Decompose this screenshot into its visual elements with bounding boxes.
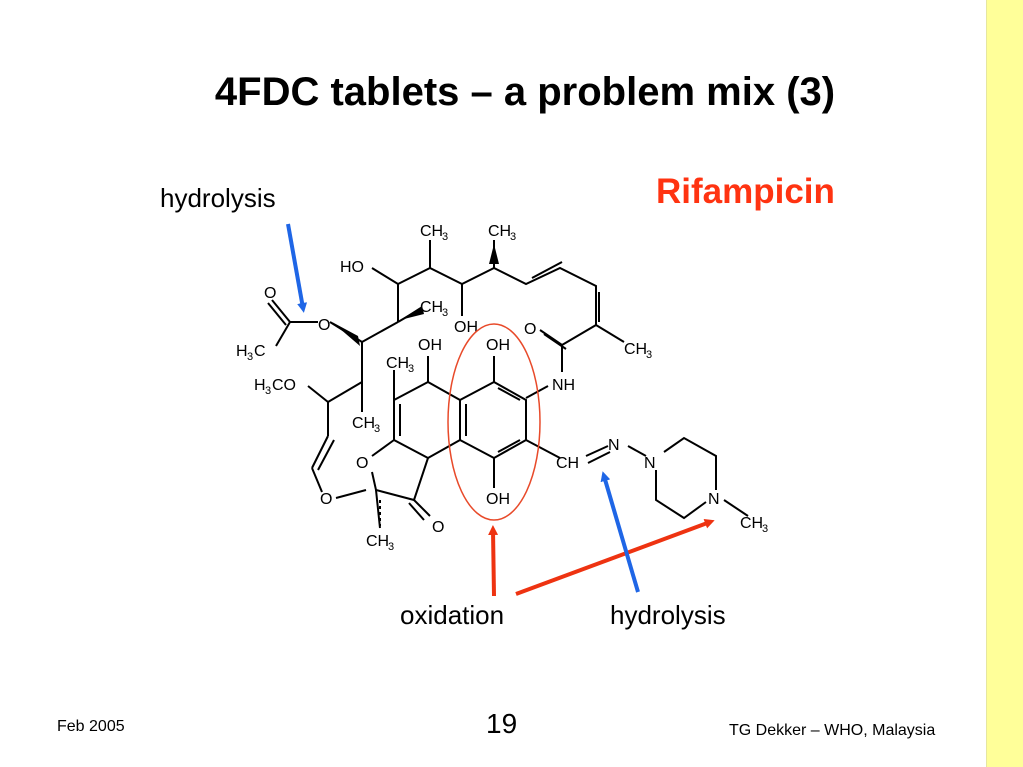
svg-text:3: 3 — [388, 541, 394, 553]
svg-text:NH: NH — [552, 377, 575, 394]
svg-text:CH: CH — [386, 355, 409, 372]
svg-text:OH: OH — [486, 337, 510, 354]
svg-text:N: N — [608, 437, 620, 454]
footer-author: TG Dekker – WHO, Malaysia — [729, 722, 936, 739]
svg-text:OH: OH — [486, 491, 510, 508]
svg-text:O: O — [356, 455, 368, 472]
svg-text:CH: CH — [488, 223, 511, 240]
svg-text:N: N — [708, 491, 720, 508]
slide-title: 4FDC tablets – a problem mix (3) — [214, 70, 836, 114]
svg-text:H: H — [236, 343, 248, 360]
svg-text:CH: CH — [420, 223, 443, 240]
svg-text:CH: CH — [420, 299, 443, 316]
page-number: 19 — [486, 708, 518, 739]
drug-name: Rifampicin — [656, 172, 835, 211]
hydrolysis-arrow-bottom — [600, 471, 640, 593]
svg-text:O: O — [432, 519, 444, 536]
svg-text:OH: OH — [418, 337, 442, 354]
svg-text:CH: CH — [556, 455, 579, 472]
svg-text:3: 3 — [442, 231, 448, 243]
hydrolysis-label-top: hydrolysis — [160, 183, 276, 213]
footer-date: Feb 2005 — [57, 718, 125, 735]
oxidation-label: oxidation — [400, 600, 505, 630]
svg-text:O: O — [524, 321, 536, 338]
oxidation-arrow-right — [515, 519, 715, 596]
oxidation-site-circle — [447, 323, 541, 521]
svg-text:C: C — [254, 343, 266, 360]
svg-text:CH: CH — [352, 415, 375, 432]
svg-text:3: 3 — [762, 523, 768, 535]
side-color-strip — [986, 0, 1023, 767]
svg-text:OH: OH — [454, 319, 478, 336]
stereo-wedges — [332, 244, 499, 346]
hashed-bonds — [361, 398, 381, 526]
svg-text:3: 3 — [247, 351, 253, 363]
svg-text:O: O — [264, 285, 276, 302]
svg-text:H: H — [254, 377, 266, 394]
oxidation-arrow-up — [488, 525, 499, 597]
svg-text:3: 3 — [265, 385, 271, 397]
hydrolysis-label-bottom: hydrolysis — [610, 600, 726, 630]
svg-text:CO: CO — [272, 377, 296, 394]
svg-text:3: 3 — [374, 423, 380, 435]
svg-text:CH: CH — [366, 533, 389, 550]
svg-text:HO: HO — [340, 259, 364, 276]
svg-text:3: 3 — [442, 307, 448, 319]
svg-text:CH: CH — [624, 341, 647, 358]
svg-text:N: N — [644, 455, 656, 472]
svg-text:3: 3 — [408, 363, 414, 375]
hydrolysis-arrow-top — [286, 223, 308, 313]
bond-skeleton — [267, 240, 749, 529]
svg-text:O: O — [320, 491, 332, 508]
svg-text:3: 3 — [510, 231, 516, 243]
svg-text:O: O — [318, 317, 330, 334]
svg-text:CH: CH — [740, 515, 763, 532]
svg-text:3: 3 — [646, 349, 652, 361]
